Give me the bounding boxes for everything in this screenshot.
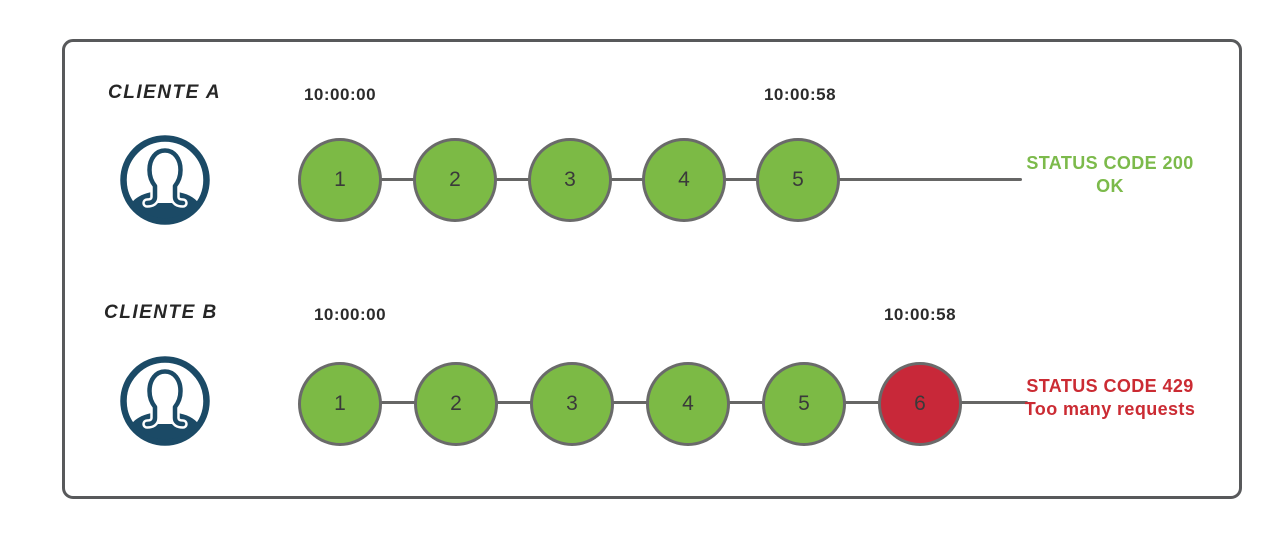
request-number: 1 [334, 168, 346, 191]
request-number: 2 [449, 168, 461, 191]
client-a-start-time: 10:00:00 [303, 85, 377, 104]
request-number: 2 [450, 392, 462, 415]
request-number: 3 [566, 392, 578, 415]
request-circle: 1 [298, 362, 382, 446]
request-circle: 3 [530, 362, 614, 446]
request-number: 1 [334, 392, 346, 415]
status-message-text: Too many requests [1024, 399, 1196, 419]
client-b-status: STATUS CODE 429 Too many requests [1022, 375, 1198, 421]
request-circle-blocked: 6 [878, 362, 962, 446]
request-circle: 4 [642, 138, 726, 222]
client-b-end-time: 10:00:58 [883, 305, 957, 324]
request-circle: 3 [528, 138, 612, 222]
request-circle: 4 [646, 362, 730, 446]
client-a-status: STATUS CODE 200 OK [1022, 152, 1198, 198]
client-b-start-time: 10:00:00 [313, 305, 387, 324]
request-number: 4 [678, 168, 690, 191]
status-message-text: OK [1096, 176, 1124, 196]
request-number: 4 [682, 392, 694, 415]
client-b-label: CLIENTE B [104, 302, 218, 323]
status-code-text: STATUS CODE 429 [1026, 376, 1194, 396]
request-number: 6 [914, 392, 926, 415]
request-circle: 2 [414, 362, 498, 446]
user-avatar-icon [120, 356, 210, 446]
request-circle: 5 [762, 362, 846, 446]
outer-frame [62, 39, 1242, 499]
request-number: 5 [792, 168, 804, 191]
client-a-label: CLIENTE A [108, 82, 222, 103]
request-number: 3 [564, 168, 576, 191]
request-circle: 2 [413, 138, 497, 222]
client-a-end-time: 10:00:58 [763, 85, 837, 104]
user-avatar-icon [120, 135, 210, 225]
request-circle: 5 [756, 138, 840, 222]
request-number: 5 [798, 392, 810, 415]
request-circle: 1 [298, 138, 382, 222]
status-code-text: STATUS CODE 200 [1026, 153, 1194, 173]
